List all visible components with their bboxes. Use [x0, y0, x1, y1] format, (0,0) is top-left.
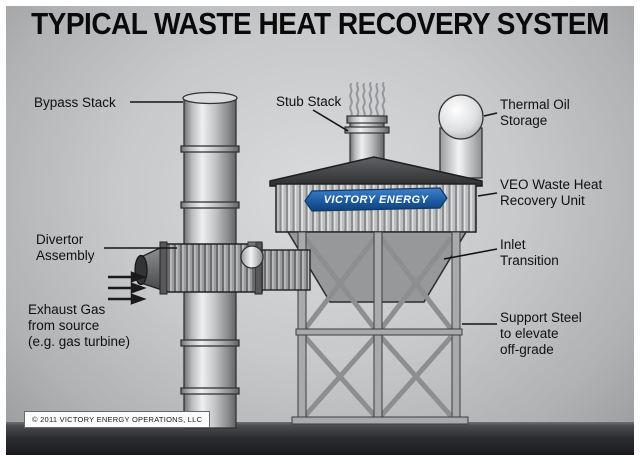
steam-wisps: [349, 82, 386, 118]
leader-thermal-oil: [483, 112, 498, 117]
victory-energy-banner: VICTORY ENERGY: [304, 187, 448, 212]
thermal-oil-tank: [438, 94, 484, 179]
copyright-text: © 2011 VICTORY ENERGY OPERATIONS, LLC: [32, 415, 203, 424]
divertor-outlet-duct: [255, 246, 311, 294]
leader-stub-stack: [312, 109, 349, 132]
label-veo-unit: VEO Waste Heat Recovery Unit: [500, 177, 603, 208]
label-exhaust-gas: Exhaust Gas from source (e.g. gas turbin…: [28, 302, 131, 349]
exhaust-flow-arrows: [108, 271, 147, 305]
label-bypass-stack: Bypass Stack: [34, 95, 116, 110]
unit-roof: [269, 156, 483, 187]
leader-inlet-transition: [443, 248, 498, 260]
copyright-box: © 2011 VICTORY ENERGY OPERATIONS, LLC: [24, 411, 211, 428]
label-divertor-assembly: Divertor Assembly: [36, 232, 95, 263]
page-title: TYPICAL WASTE HEAT RECOVERY SYSTEM: [31, 7, 609, 41]
divertor-assembly: [134, 241, 264, 295]
veo-recovery-unit: VICTORY ENERGY: [275, 183, 477, 233]
support-steel: [291, 231, 469, 425]
label-stub-stack: Stub Stack: [276, 94, 342, 109]
label-inlet-transition: Inlet Transition: [500, 237, 559, 268]
label-support-steel: Support Steel to elevate off-grade: [500, 310, 582, 357]
leader-veo-unit: [477, 192, 498, 197]
banner-text: VICTORY ENERGY: [324, 194, 430, 206]
leader-lines: [104, 101, 498, 325]
damper-actuator: [240, 245, 264, 269]
label-thermal-oil-storage: Thermal Oil Storage: [500, 97, 570, 128]
